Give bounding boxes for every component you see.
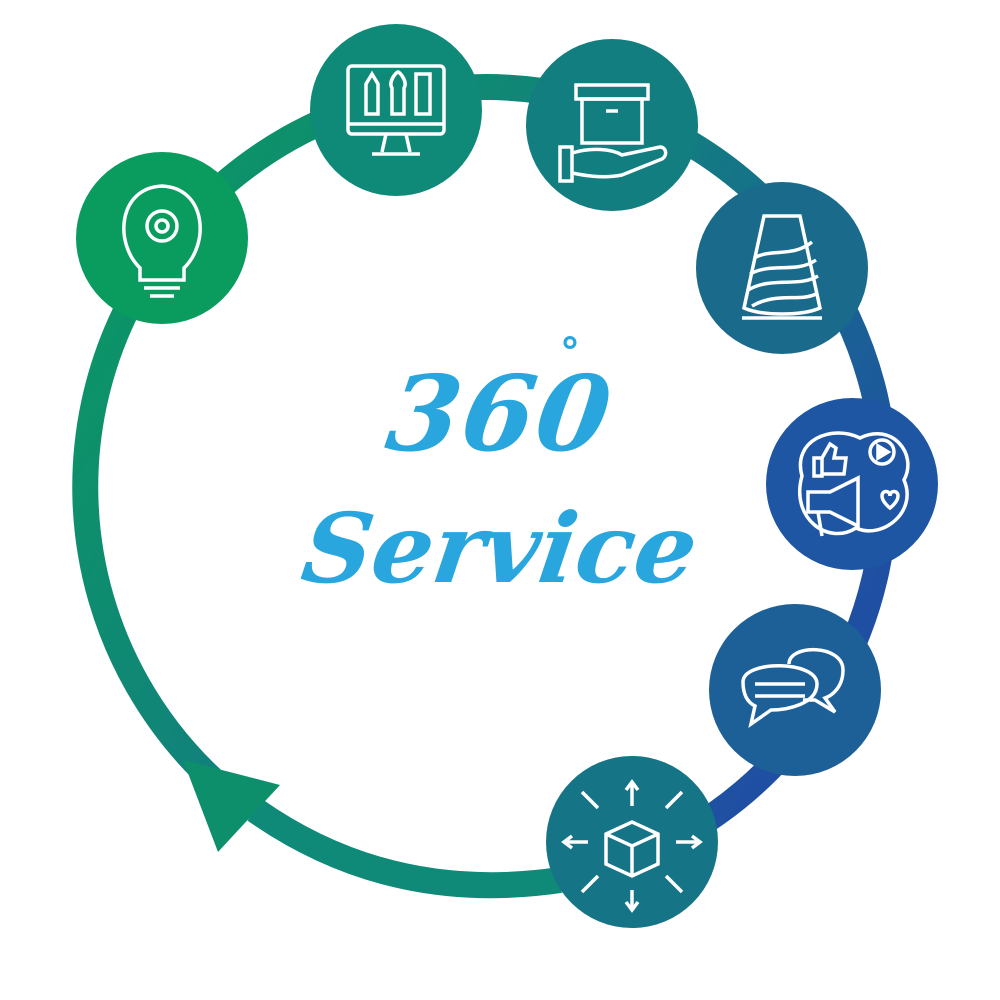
lightbulb-gear-icon (122, 184, 202, 298)
box-in-hand-icon (558, 83, 668, 183)
step-6 (709, 604, 881, 776)
yarn-cone-icon (741, 214, 823, 320)
step-2 (310, 24, 482, 196)
design-monitor-icon (346, 64, 446, 156)
step-7 (546, 756, 718, 928)
step-4 (696, 182, 868, 354)
step-5 (766, 398, 938, 570)
title-number: 360 (379, 352, 621, 475)
step-1 (76, 152, 248, 324)
chat-bubbles-icon (741, 648, 845, 729)
step-3 (526, 39, 698, 211)
cycle-arrowhead (183, 760, 280, 852)
social-marketing-icon (798, 431, 910, 537)
title-degree-mark: ° (560, 330, 580, 376)
box-distribution-icon (561, 779, 703, 913)
title-service: Service (295, 492, 705, 605)
cycle-ring-arrow-shaft (247, 799, 562, 899)
